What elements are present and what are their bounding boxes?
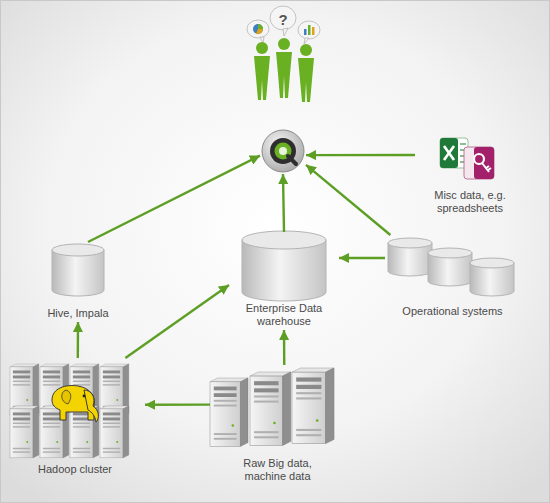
- pie-chart-icon: [253, 24, 263, 34]
- node-label: Enterprise Data warehouse: [242, 302, 326, 328]
- flow-arrow: [88, 156, 260, 242]
- operational-systems: Operational systems: [385, 235, 520, 320]
- node-label: Hive, Impala: [47, 307, 108, 320]
- qlik-logo: [262, 130, 304, 172]
- flow-arrow: [77, 322, 80, 358]
- people-illustration: [247, 6, 320, 102]
- warehouse-cylinder: [242, 231, 326, 301]
- flow-arrow: [125, 285, 229, 358]
- database-cylinders: [388, 238, 514, 296]
- hadoop-cluster: Hadoop cluster: [5, 358, 145, 478]
- person-silhouettes: [254, 38, 314, 102]
- flow-arrow: [145, 403, 210, 406]
- bar-chart-icon: [304, 25, 315, 35]
- server-tower: [210, 378, 248, 446]
- flow-arrow: [306, 154, 415, 157]
- raw-data-source: Raw Big data, machine data: [210, 365, 345, 485]
- access-icon: [464, 147, 494, 179]
- hive-database: Hive, Impala: [28, 242, 128, 322]
- data-warehouse: Enterprise Data warehouse: [229, 232, 339, 330]
- node-label: Misc data, e.g. spreadsheets: [424, 189, 516, 215]
- server-tower: [292, 368, 334, 444]
- server-tower: [100, 406, 129, 458]
- flow-arrow: [283, 174, 284, 232]
- speech-bubble-text: ?: [278, 12, 287, 28]
- qlik-hub: [260, 128, 306, 174]
- node-label: Raw Big data, machine data: [238, 457, 318, 483]
- raw-data-servers: [210, 368, 334, 446]
- people-group: ?: [235, 3, 331, 108]
- flow-arrow: [306, 165, 390, 235]
- flow-arrow: [339, 257, 385, 259]
- misc-data-source: Misc data, e.g. spreadsheets: [415, 135, 525, 217]
- flow-arrow: [283, 330, 286, 365]
- hadoop-elephant: [52, 386, 98, 422]
- database-cylinder: [52, 244, 104, 296]
- hadoop-servers: [10, 364, 129, 458]
- node-label: Hadoop cluster: [38, 463, 112, 476]
- node-label: Operational systems: [402, 305, 502, 318]
- server-tower: [250, 372, 291, 445]
- server-tower: [10, 406, 39, 458]
